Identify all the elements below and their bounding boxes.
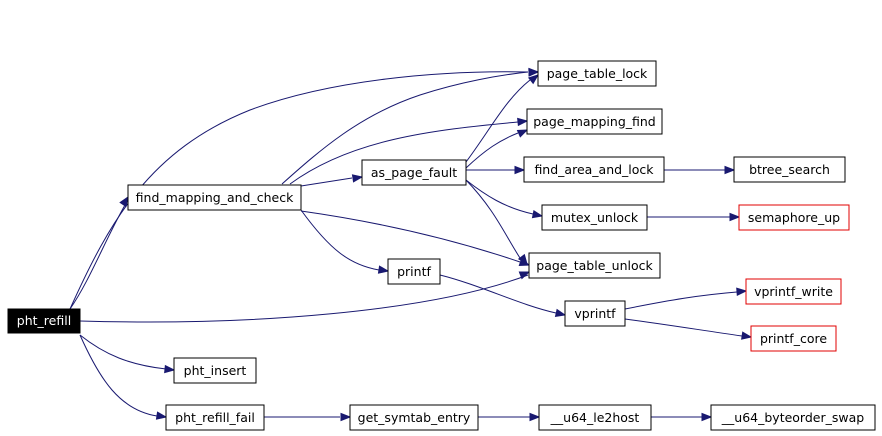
node-pht-refill-fail[interactable]: pht_refill_fail [165, 404, 265, 431]
node-u64-byteorder-swap[interactable]: __u64_byteorder_swap [710, 404, 876, 431]
arrowhead-u64-le2host-to-byteorder-swap [701, 412, 713, 422]
node-label: semaphore_up [748, 210, 840, 225]
node-u64-le2host[interactable]: __u64_le2host [538, 404, 652, 431]
node-label: printf [397, 264, 431, 279]
edge-pht-refill-to-page-table-unlock [79, 274, 529, 323]
arrowhead-get-symtab-to-u64-le2host [529, 412, 541, 422]
arrowhead-mutex-unlock-to-semaphore-up [729, 212, 741, 222]
node-page-mapping-find[interactable]: page_mapping_find [526, 108, 663, 135]
call-edges [69, 67, 753, 422]
node-label: pht_refill_fail [175, 410, 255, 425]
node-label: __u64_byteorder_swap [721, 410, 864, 425]
node-label: vprintf_write [754, 284, 833, 299]
arrowhead-find-mapping-to-page-mapping-find [517, 117, 529, 127]
arrowhead-pht-refill-to-find-mapping [119, 195, 129, 208]
edge-find-mapping-to-page-table-unlock [300, 210, 521, 263]
node-label: pht_refill [17, 313, 71, 328]
arrowhead-printf-to-vprintf [554, 308, 567, 318]
node-mutex-unlock[interactable]: mutex_unlock [541, 204, 648, 231]
node-label: find_area_and_lock [534, 162, 654, 177]
node-pht-refill[interactable]: pht_refill [7, 308, 81, 334]
node-label: get_symtab_entry [358, 410, 471, 425]
node-find-mapping-and-check[interactable]: find_mapping_and_check [127, 184, 302, 211]
node-find-area-and-lock[interactable]: find_area_and_lock [523, 156, 665, 183]
edge-find-mapping-to-page-table-lock [281, 71, 529, 185]
arrowhead-find-area-to-btree-search [724, 165, 736, 175]
node-get-symtab-entry[interactable]: get_symtab_entry [349, 404, 479, 431]
arrowhead-as-page-fault-to-mutex-unlock [531, 209, 544, 219]
edge-vprintf-to-printf-core [624, 318, 743, 337]
edge-pht-refill-to-pht-refill-fail [79, 334, 158, 417]
arrowhead-as-page-fault-to-page-table-unlock [517, 253, 528, 266]
arrowhead-as-page-fault-to-find-area [514, 165, 526, 175]
edge-as-page-fault-to-page-table-unlock [465, 179, 521, 259]
arrowhead-find-mapping-to-as-page-fault [351, 174, 364, 183]
node-label: printf_core [760, 331, 827, 346]
node-page-table-unlock[interactable]: page_table_unlock [528, 252, 661, 279]
node-label: vprintf [574, 306, 616, 321]
edge-find-mapping-to-page-mapping-find [289, 121, 519, 185]
edge-find-mapping-to-printf [300, 209, 380, 271]
node-btree-search[interactable]: btree_search [733, 156, 846, 183]
node-label: as_page_fault [371, 165, 457, 180]
edge-pht-refill-to-page-table-lock [69, 71, 529, 310]
arrowhead-pht-refill-to-pht-refill-fail [155, 411, 168, 420]
node-printf[interactable]: printf [387, 258, 441, 285]
node-label: find_mapping_and_check [136, 190, 294, 205]
arrowhead-vprintf-to-vprintf-write [736, 287, 748, 296]
arrowhead-pht-refill-to-pht-insert [164, 364, 176, 374]
node-vprintf-write[interactable]: vprintf_write [745, 278, 842, 305]
node-label: page_table_unlock [536, 258, 653, 273]
arrowhead-as-page-fault-to-page-mapping-find [516, 129, 529, 138]
node-semaphore-up[interactable]: semaphore_up [738, 204, 850, 231]
edge-pht-refill-to-find-mapping [69, 204, 126, 310]
node-label: mutex_unlock [551, 210, 639, 225]
node-label: page_table_lock [547, 66, 648, 81]
node-label: page_mapping_find [533, 114, 656, 129]
node-as-page-fault[interactable]: as_page_fault [361, 159, 467, 186]
node-label: pht_insert [184, 363, 247, 378]
arrowhead-as-page-fault-to-page-table-lock [527, 74, 540, 85]
arrowhead-find-mapping-to-page-table-lock [528, 68, 540, 77]
edge-as-page-fault-to-page-mapping-find [465, 132, 519, 169]
edge-as-page-fault-to-mutex-unlock [465, 179, 534, 215]
edge-printf-to-vprintf [439, 274, 557, 314]
edge-pht-refill-to-pht-insert [79, 334, 167, 370]
edge-vprintf-to-vprintf-write [624, 291, 738, 310]
edge-find-mapping-to-as-page-fault [300, 177, 353, 187]
edge-as-page-fault-to-page-table-lock [465, 79, 531, 163]
node-vprintf[interactable]: vprintf [564, 300, 626, 327]
node-printf-core[interactable]: printf_core [750, 325, 837, 352]
arrowhead-pht-refill-fail-to-get-symtab [340, 412, 352, 422]
node-page-table-lock[interactable]: page_table_lock [537, 60, 657, 87]
arrowhead-pht-refill-to-page-table-unlock [518, 271, 531, 280]
node-pht-insert[interactable]: pht_insert [173, 357, 257, 384]
node-label: btree_search [749, 162, 830, 177]
node-label: __u64_le2host [550, 410, 640, 425]
arrowhead-find-mapping-to-printf [377, 265, 390, 274]
arrowhead-vprintf-to-printf-core [741, 331, 753, 340]
